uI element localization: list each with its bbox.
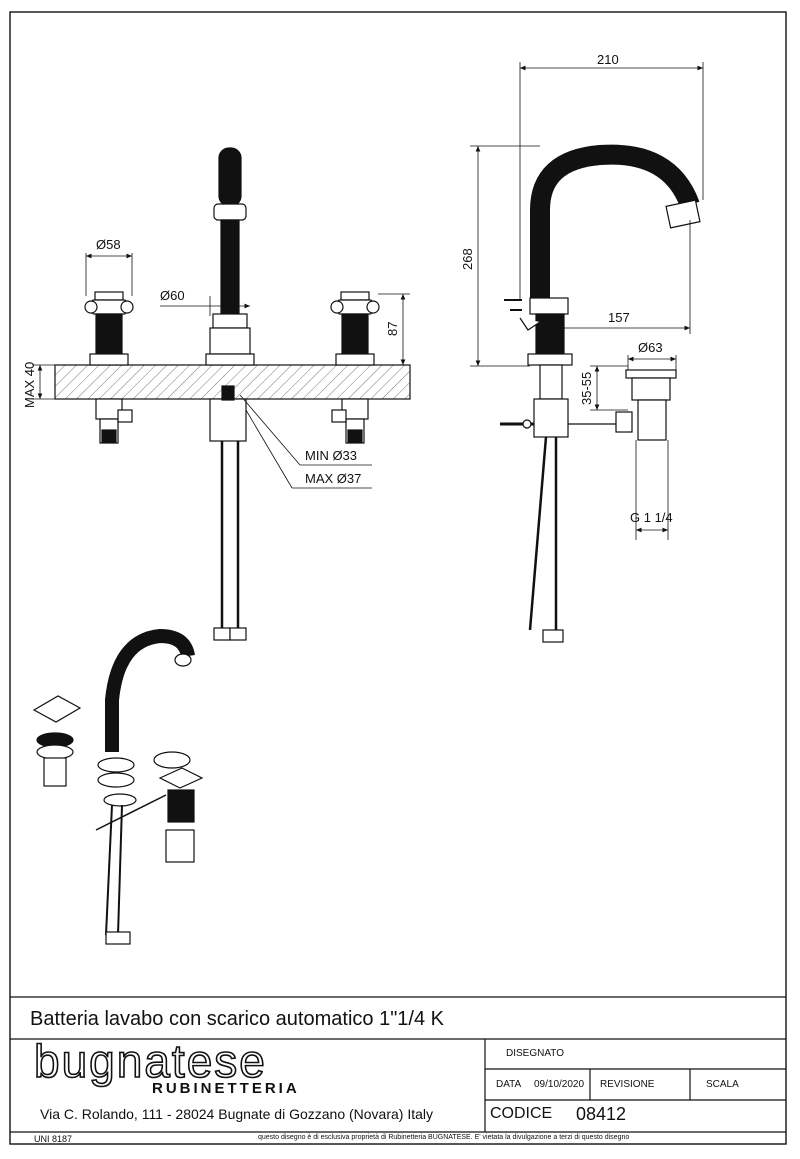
data-value: 09/10/2020 — [534, 1079, 585, 1090]
dim-d58: Ø58 — [96, 237, 121, 252]
dim-157: 157 — [608, 310, 630, 325]
dim-g114: G 1 1/4 — [630, 510, 673, 525]
title-block-lines — [10, 996, 786, 1133]
dim-max40: MAX 40 — [22, 362, 37, 408]
side-dimension-lines — [470, 62, 704, 540]
uni-standard: UNI 8187 — [34, 1134, 73, 1144]
ownership-disclaimer: questo disegno è di esclusiva proprietà … — [258, 1134, 630, 1141]
isometric-view — [32, 628, 204, 945]
drawing-title: Batteria lavabo con scarico automatico 1… — [30, 1008, 444, 1030]
codice-label: CODICE — [490, 1105, 553, 1122]
dim-max37: MAX Ø37 — [305, 471, 361, 486]
dim-210: 210 — [597, 52, 619, 67]
left-handle — [84, 291, 134, 444]
front-dimension-lines — [32, 253, 410, 489]
dim-268: 268 — [460, 248, 475, 270]
data-label: DATA — [496, 1079, 522, 1090]
right-handle — [330, 291, 380, 444]
dim-min33: MIN Ø33 — [305, 448, 357, 463]
side-spout-arc — [530, 144, 700, 300]
sheet-border — [9, 11, 787, 1145]
company-address: Via C. Rolando, 111 - 28024 Bugnate di G… — [40, 1106, 434, 1122]
brand-logo: bugnatese — [33, 1034, 267, 1088]
revisione-label: REVISIONE — [600, 1079, 655, 1090]
disegnato-label: DISEGNATO — [506, 1048, 564, 1059]
front-view — [32, 147, 411, 641]
scala-label: SCALA — [706, 1079, 739, 1090]
dim-d60: Ø60 — [160, 288, 185, 303]
dim-d63: Ø63 — [638, 340, 663, 355]
codice-value: 08412 — [576, 1104, 627, 1124]
dim-87: 87 — [385, 322, 400, 336]
center-spout — [205, 147, 255, 641]
side-view — [500, 144, 701, 643]
brand-subtitle: RUBINETTERIA — [152, 1080, 300, 1097]
dim-35-55: 35-55 — [579, 372, 594, 405]
